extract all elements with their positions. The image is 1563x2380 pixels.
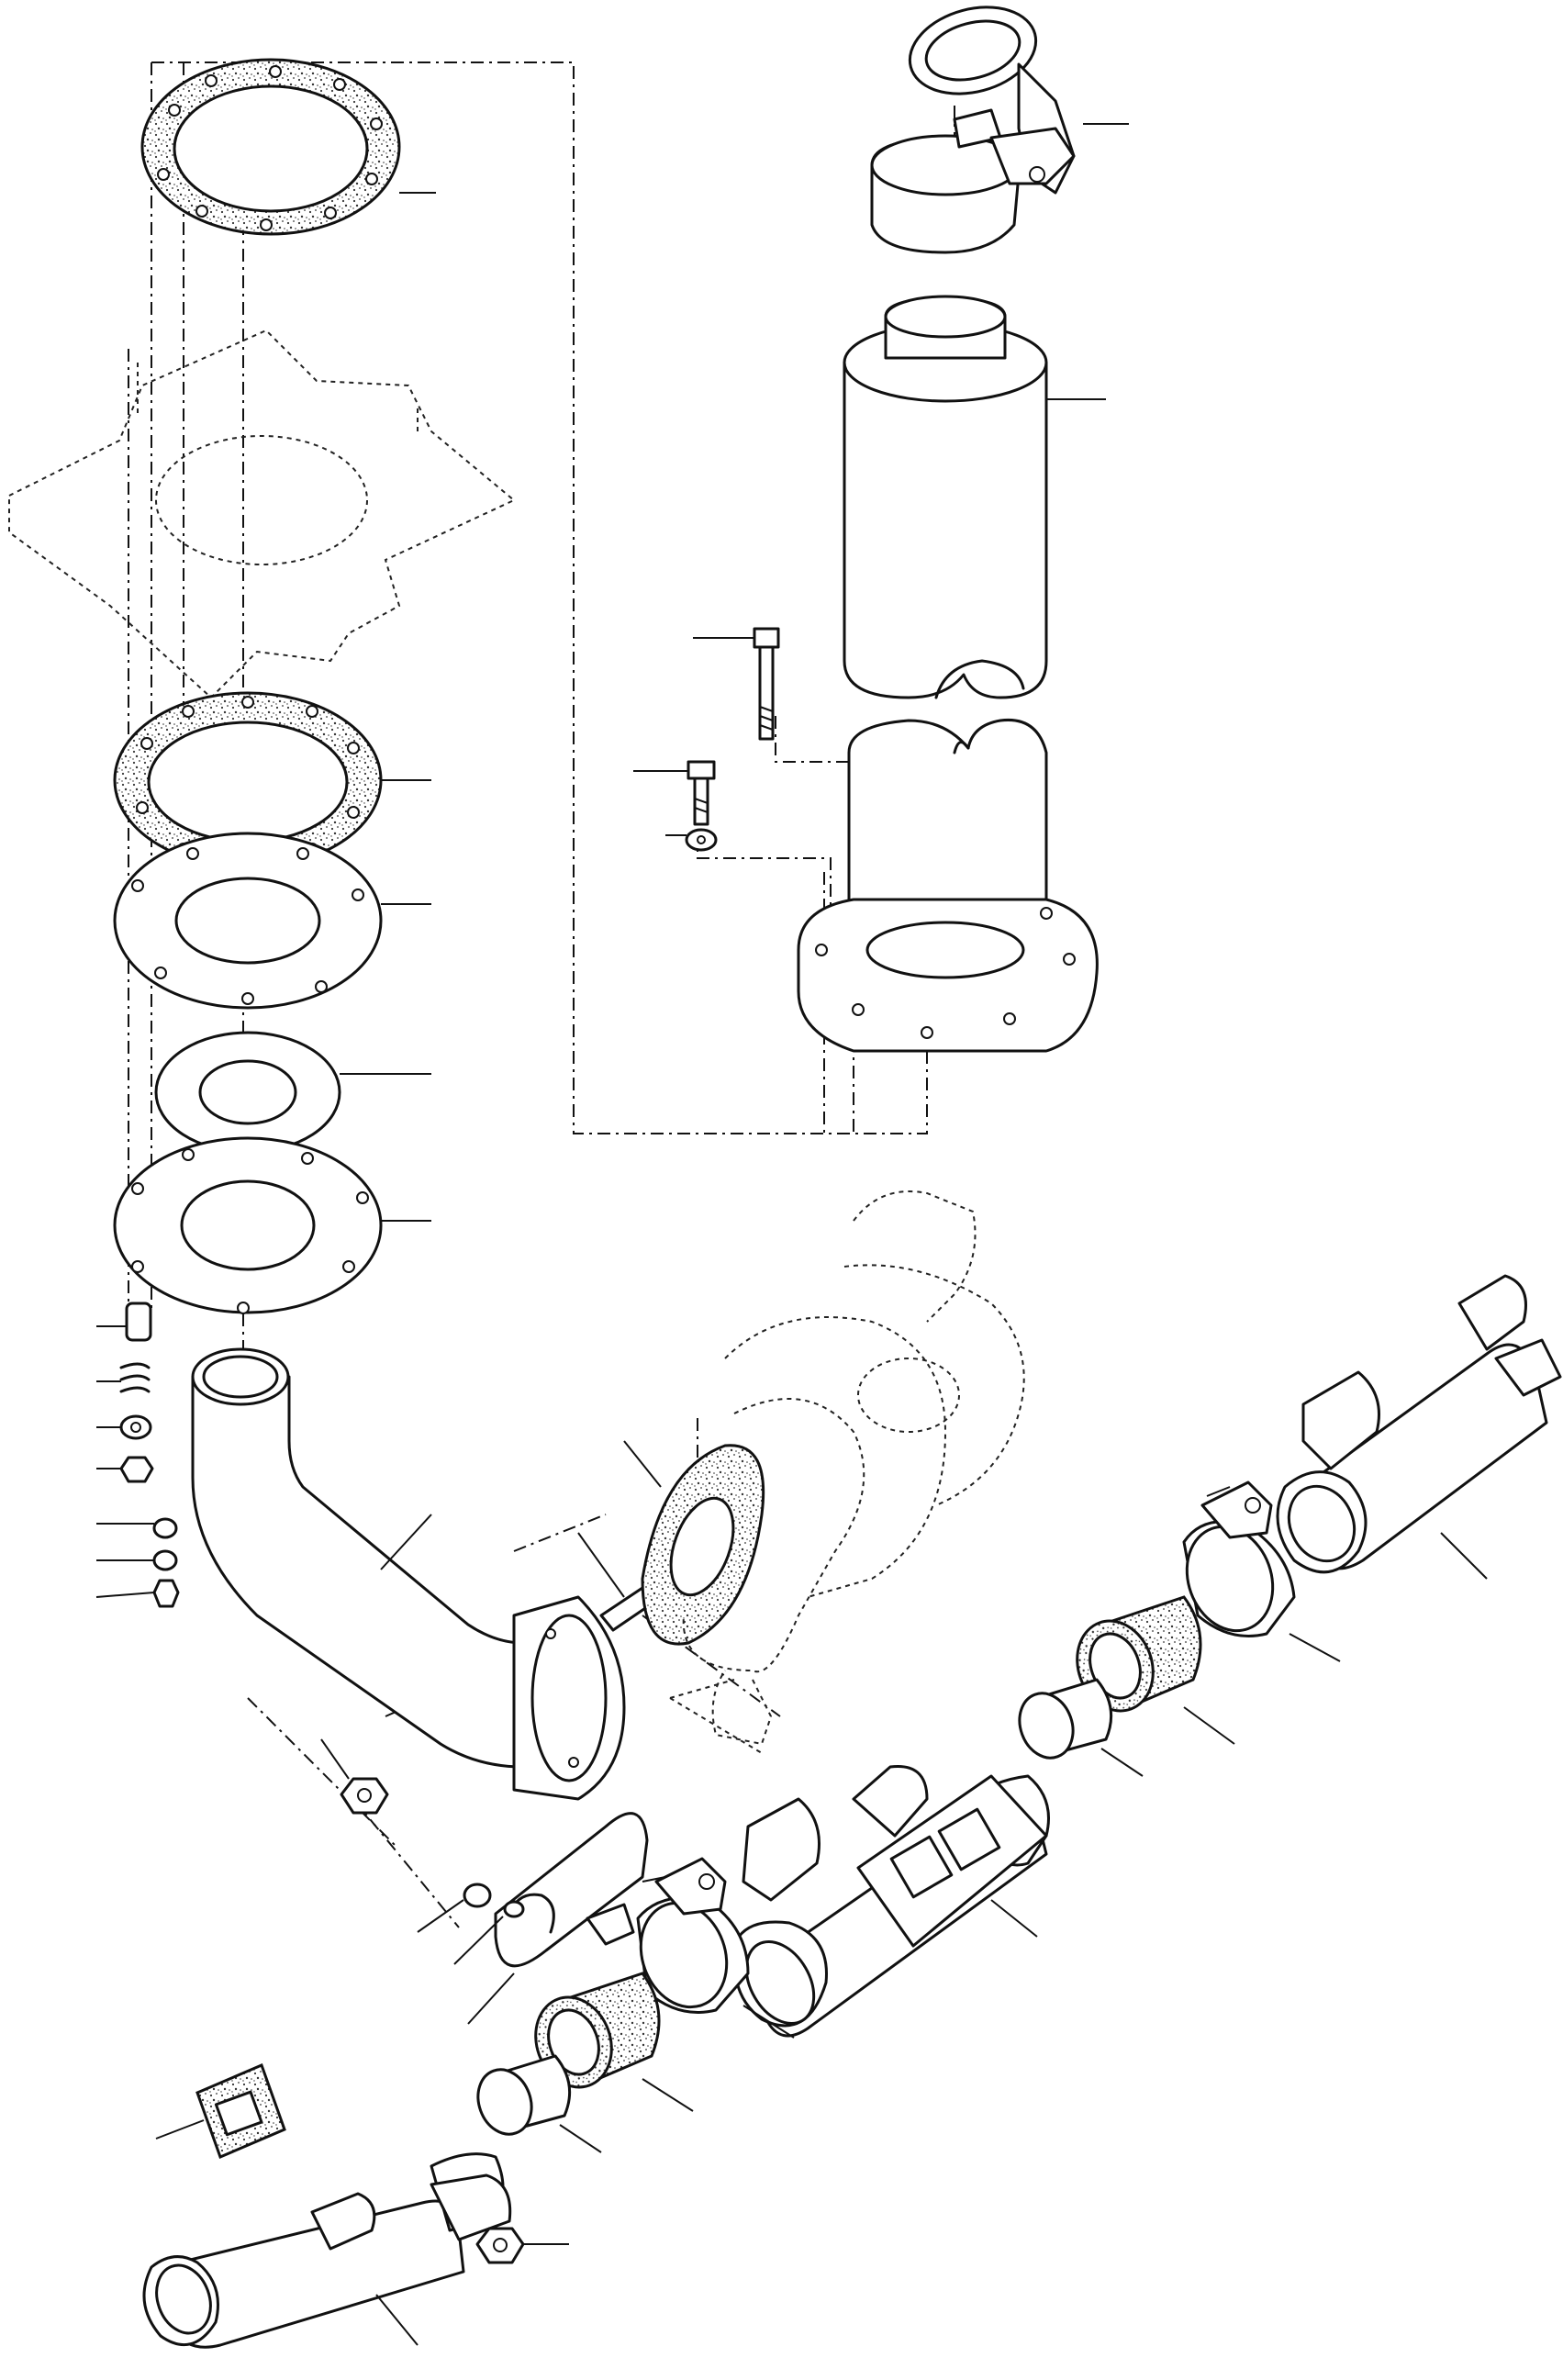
rear-manifold <box>1276 1274 1562 1580</box>
turbocharger <box>669 1190 1025 1754</box>
turbo-gasket <box>623 1440 765 1646</box>
top-gasket <box>140 58 436 236</box>
spring-washer-stack <box>95 1302 180 1608</box>
exhaust-elbow-pipe <box>191 1347 626 1801</box>
clamp-front <box>636 1857 795 2039</box>
center-manifold <box>733 1764 1050 2038</box>
ring-front <box>476 2054 602 2153</box>
nut-elbow <box>320 1738 389 1815</box>
mounting-plate <box>8 329 516 699</box>
adapter-plate <box>113 832 431 1010</box>
manifold-gasket <box>155 2062 286 2160</box>
muffler <box>797 295 1106 1053</box>
heat-shield <box>417 1812 649 2025</box>
lower-gasket <box>113 691 431 869</box>
bolt-short <box>633 760 716 826</box>
flange-plate <box>113 1136 431 1314</box>
spacer-ring <box>154 1031 431 1154</box>
front-manifold <box>142 2152 512 2349</box>
manifold-nut <box>475 2227 569 2264</box>
bolt-long <box>693 627 780 741</box>
clamp-rear <box>1182 1481 1341 1662</box>
clamp-top <box>870 108 1129 254</box>
washer <box>665 828 718 852</box>
ring-rear <box>1018 1678 1144 1777</box>
